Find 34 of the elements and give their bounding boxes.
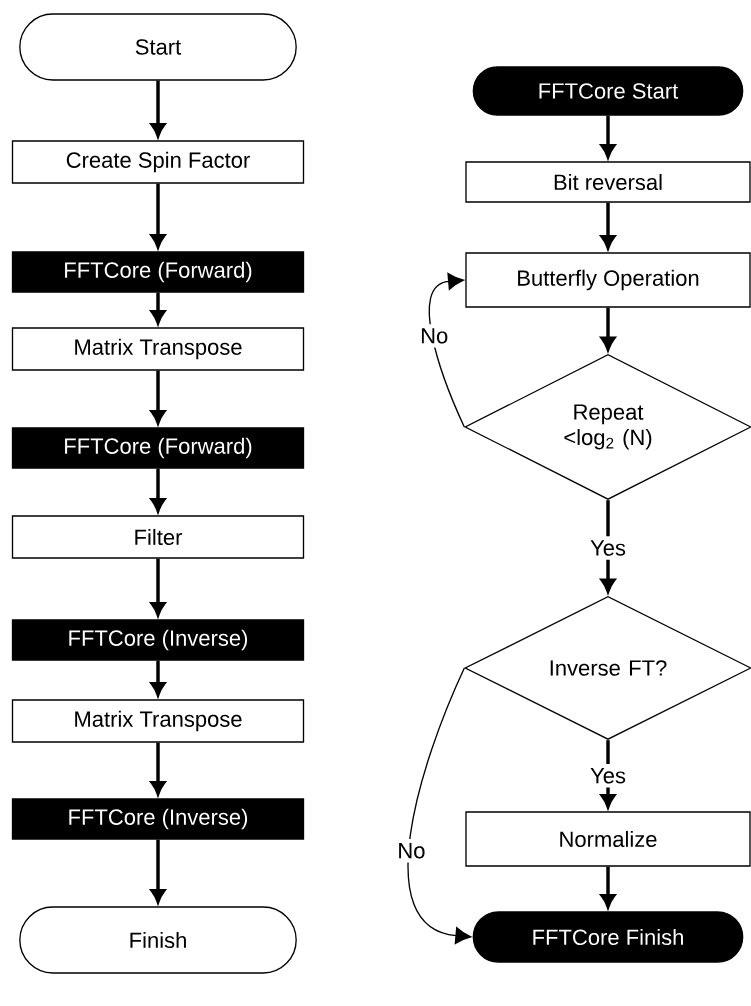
arrow — [600, 307, 616, 351]
arrow — [600, 500, 616, 593]
edge-label: Yes — [586, 764, 630, 788]
arrow — [150, 742, 166, 795]
edge-label: No — [416, 324, 453, 348]
start-end-oval: FFTCore Finish — [472, 911, 744, 963]
arrow — [600, 202, 616, 249]
process-box: FFTCore (Inverse) — [11, 619, 305, 661]
process-box: FFTCore (Forward) — [11, 427, 305, 469]
process-box: FFTCore (Forward) — [11, 251, 305, 293]
edge-label: Yes — [586, 536, 630, 560]
arrow — [428, 272, 465, 428]
arrow — [150, 468, 166, 512]
start-end-oval: FFTCore Start — [472, 66, 744, 116]
process-box: FFTCore (Inverse) — [11, 798, 305, 840]
process-box: Bit reversal — [465, 161, 751, 203]
arrow — [150, 558, 166, 616]
process-box: Create Spin Factor — [11, 140, 305, 184]
arrow — [150, 370, 166, 424]
process-box: Matrix Transpose — [11, 327, 305, 371]
arrow — [600, 115, 616, 158]
arrow — [150, 292, 166, 324]
arrow — [150, 839, 166, 903]
arrow — [600, 866, 616, 908]
arrow — [600, 740, 616, 808]
process-box: Normalize — [465, 811, 751, 867]
arrow — [150, 183, 166, 248]
edge-label: No — [393, 839, 430, 863]
arrow — [150, 80, 166, 137]
arrow — [150, 660, 166, 696]
process-box: Filter — [11, 515, 305, 559]
process-box: Butterfly Operation — [465, 252, 751, 308]
arrow — [407, 667, 472, 945]
process-box: Matrix Transpose — [11, 699, 305, 743]
